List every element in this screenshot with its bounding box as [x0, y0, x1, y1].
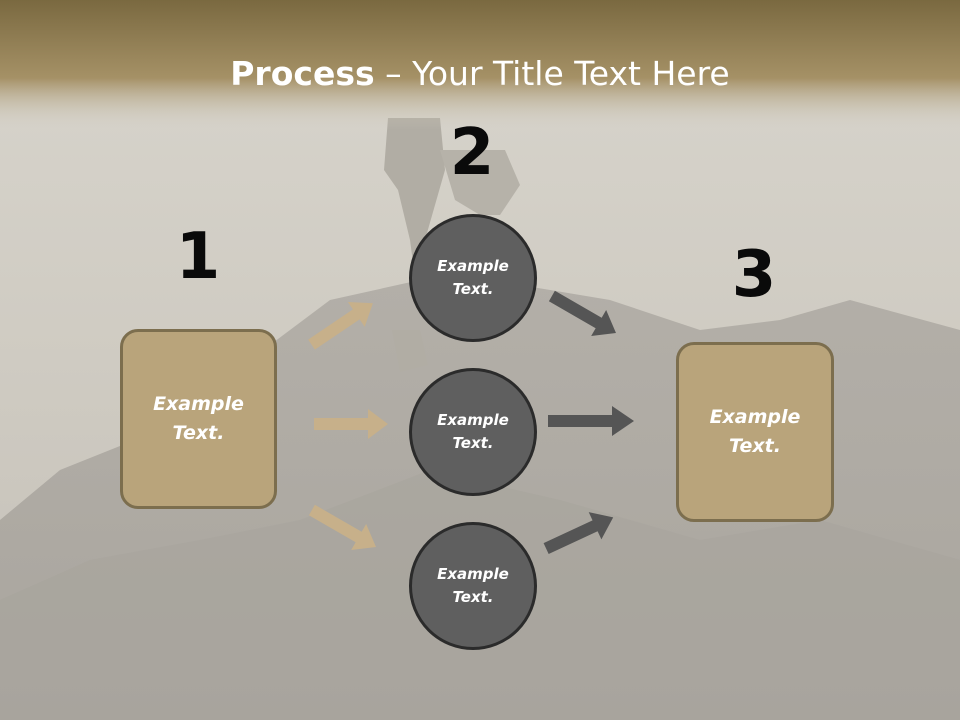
step-3-box[interactable]: Example Text.	[676, 342, 834, 522]
circle-bottom-label: Example Text.	[437, 565, 509, 606]
step-2-circle-middle[interactable]: Example Text.	[409, 368, 537, 496]
title-bold: Process	[230, 54, 375, 93]
step-3-number: 3	[731, 238, 777, 312]
circle-middle-label: Example Text.	[437, 411, 509, 452]
step-1-label: Example Text.	[153, 393, 244, 444]
step-2-number: 2	[449, 116, 495, 190]
step-1-number: 1	[175, 220, 221, 294]
title-rest: – Your Title Text Here	[374, 54, 730, 93]
circle-top-label: Example Text.	[437, 257, 509, 298]
step-3-label: Example Text.	[709, 406, 801, 457]
step-2-circle-bottom[interactable]: Example Text.	[409, 522, 537, 650]
step-1-box[interactable]: Example Text.	[120, 329, 277, 509]
step-2-circle-top[interactable]: Example Text.	[409, 214, 537, 342]
slide-title: Process – Your Title Text Here	[0, 52, 960, 96]
